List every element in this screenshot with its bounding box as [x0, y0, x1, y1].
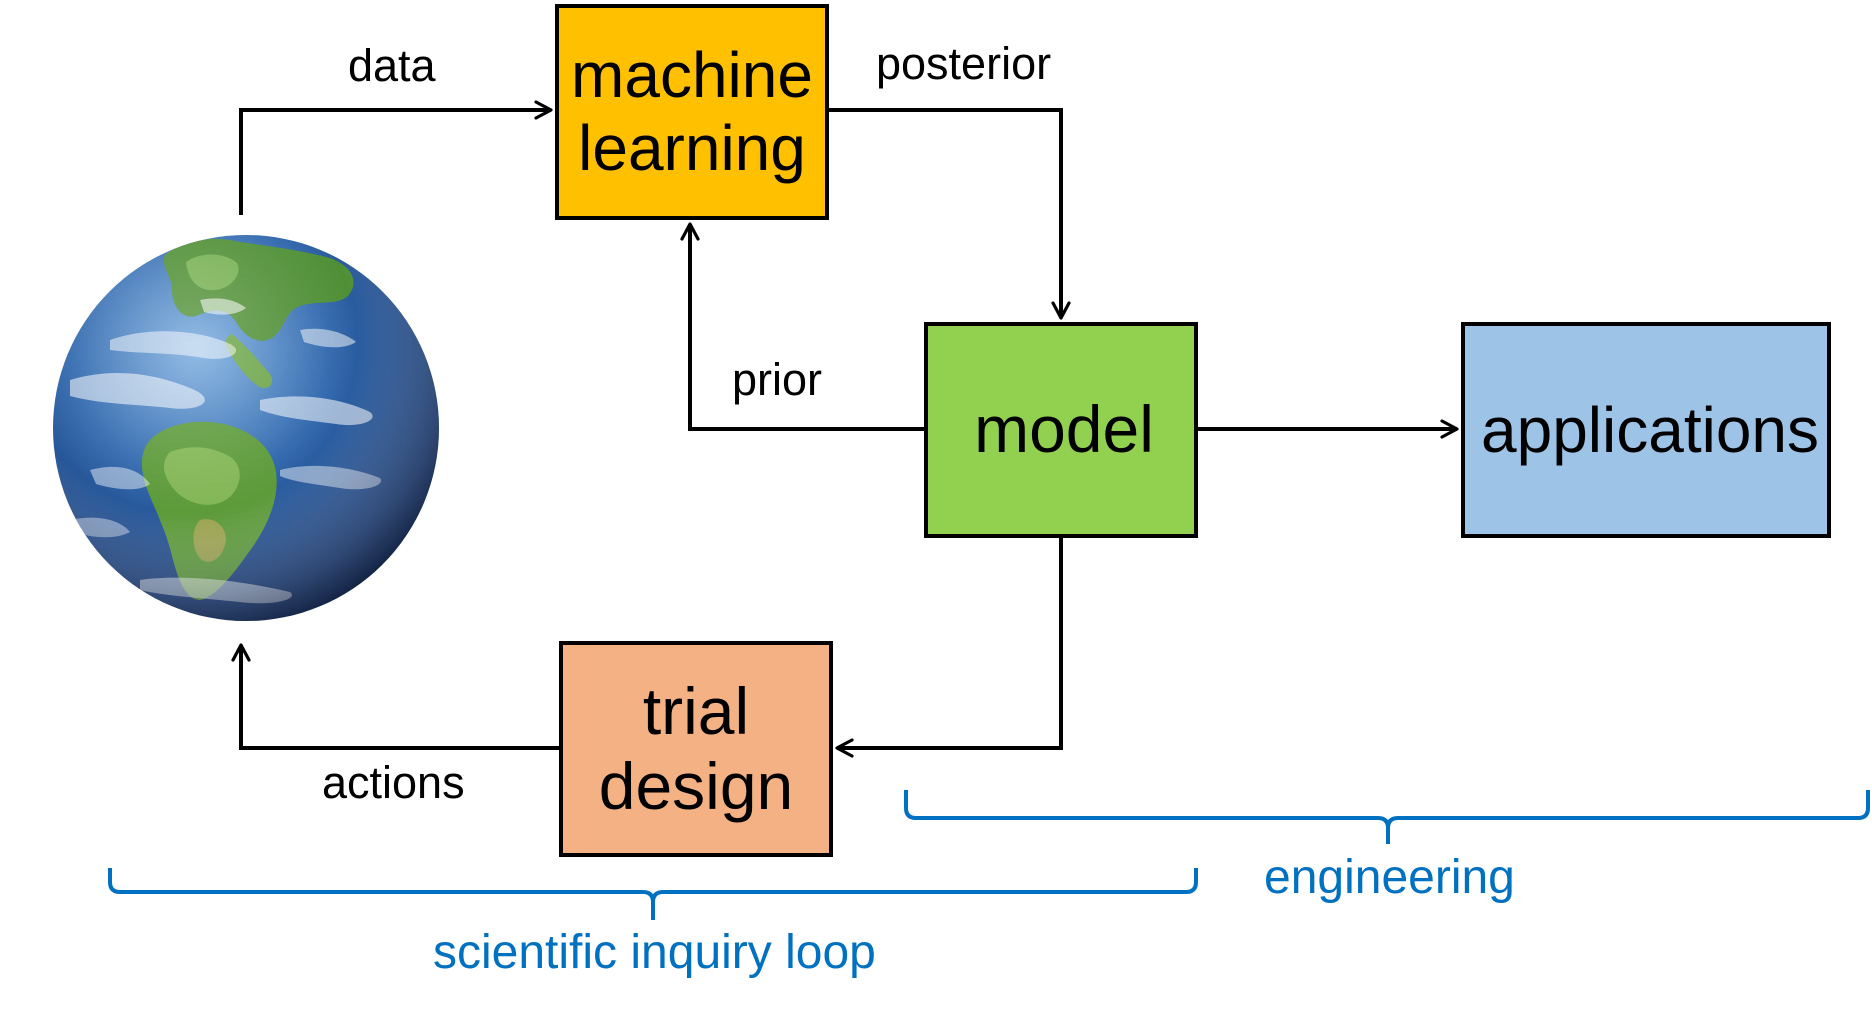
machine-learning-label-line2: learning: [578, 112, 806, 184]
arrow-prior: [680, 222, 924, 431]
applications-box: applications: [1461, 322, 1831, 538]
arrow-data: [239, 100, 553, 215]
arrow-to-trial: [835, 538, 1063, 758]
edge-label-posterior: posterior: [876, 38, 1052, 89]
edge-label-actions: actions: [322, 757, 465, 808]
machine-learning-box: machine learning: [555, 4, 829, 220]
model-label: model: [974, 392, 1154, 467]
model-box: model: [924, 322, 1198, 538]
machine-learning-label-line1: machine: [571, 39, 813, 112]
earth-globe-icon: [53, 235, 439, 621]
applications-label: applications: [1481, 393, 1819, 466]
arrow-actions: [231, 643, 559, 750]
edge-label-prior: prior: [732, 354, 823, 405]
trial-design-label-line2: design: [598, 749, 794, 823]
trial-design-label-line1: trial: [642, 673, 750, 748]
brace-scientific-loop: [108, 868, 1198, 920]
brace-engineering: [904, 790, 1870, 844]
brace-label-scientific-loop: scientific inquiry loop: [433, 926, 876, 979]
arrow-posterior: [829, 108, 1071, 320]
trial-design-box: trial design: [559, 641, 833, 857]
edge-label-data: data: [348, 40, 436, 91]
brace-label-engineering: engineering: [1264, 851, 1515, 904]
